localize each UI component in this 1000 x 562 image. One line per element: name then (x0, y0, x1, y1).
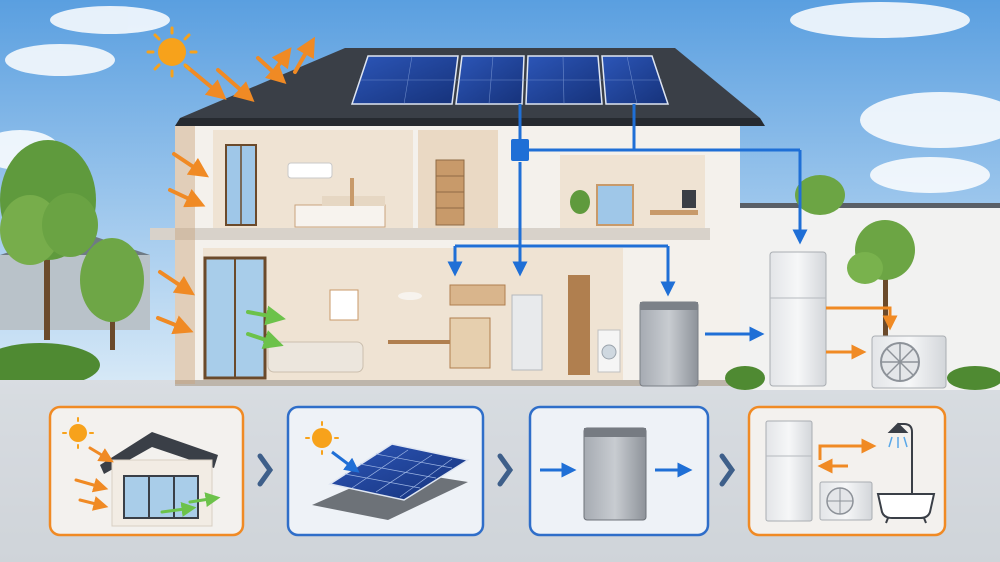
chevron-right-icon (497, 453, 514, 487)
air-flow-arrows (246, 305, 286, 350)
solar-heat-arrows (156, 36, 315, 335)
step-card-heat-pump-hot-water (747, 405, 947, 537)
junction-box-icon (511, 139, 529, 161)
chevron-right-icon (719, 453, 736, 487)
step-card-battery-storage (528, 405, 710, 537)
chevron-right-icon (257, 453, 274, 487)
roof-solar-panels (350, 55, 670, 105)
step-card-solar-panel (286, 405, 485, 537)
battery-icon (639, 301, 699, 387)
tree-right (847, 220, 915, 340)
sun-icon (146, 26, 198, 78)
upper-floor (213, 130, 705, 230)
water-heater-icon (769, 251, 827, 387)
heat-pump-icon (871, 335, 947, 389)
bathtub-icon (876, 493, 936, 524)
step-card-passive-solar (48, 405, 245, 537)
shower-icon (887, 422, 913, 515)
energy-lines (447, 104, 808, 342)
trees-left (0, 140, 144, 387)
